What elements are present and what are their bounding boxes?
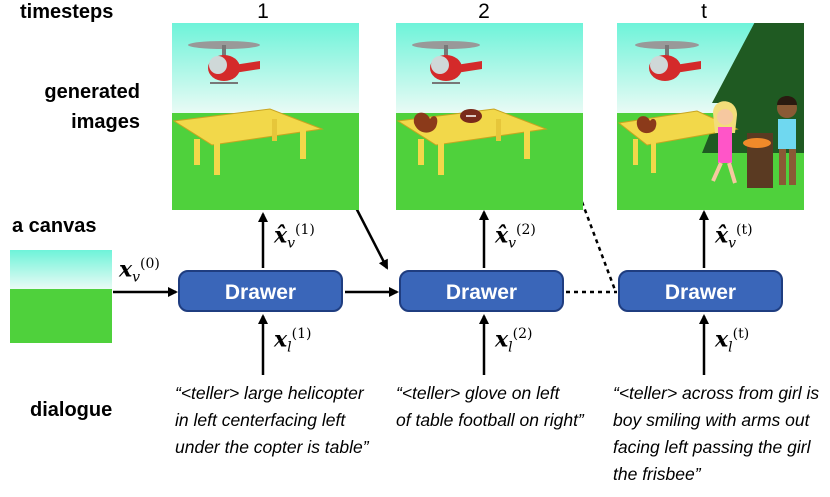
dialogue-1-line2: in left centerfacing left <box>175 410 346 430</box>
generated-image-1 <box>172 23 359 210</box>
dialogue-t-line4: the frisbee” <box>613 464 701 484</box>
dotted-image2-to-drawert <box>580 201 617 291</box>
timesteps-label: timesteps <box>20 1 114 23</box>
sky <box>172 23 359 113</box>
frisbee <box>743 138 771 148</box>
generated-images-label-line1: generated <box>44 81 140 103</box>
sky <box>396 23 583 113</box>
dialogue-1-line1: “<teller> large helicopter <box>175 383 364 403</box>
generated-images-label-line2: images <box>71 111 140 133</box>
generated-image-t <box>617 23 804 210</box>
dialogue-t: “<teller> across from girl is boy smilin… <box>613 380 819 488</box>
dialogue-t-line2: boy smiling with arms out <box>613 410 810 430</box>
helicopter <box>412 41 482 84</box>
dialogue-t-line3: facing left passing the girl <box>613 437 811 457</box>
language-input-label-2: xl(2) <box>495 326 533 356</box>
dialogue-1: “<teller> large helicopter in left cente… <box>175 380 369 461</box>
helicopter <box>188 41 260 84</box>
var: x <box>119 256 133 283</box>
dialogue-2: “<teller> glove on left of table footbal… <box>396 380 584 434</box>
dialogue-label: dialogue <box>30 399 113 421</box>
baseball-glove <box>413 112 438 133</box>
language-input-label-t: xl(t) <box>715 326 750 356</box>
initial-canvas <box>10 250 112 343</box>
helicopter <box>635 41 701 81</box>
dialogue-t-line1: “<teller> across from girl is <box>613 383 820 403</box>
dialogue-2-line2: of table football on right” <box>396 410 584 430</box>
timestep-1-label: 1 <box>257 0 269 23</box>
picnic-table <box>172 108 324 175</box>
output-label-2: x̂v(2) <box>495 222 536 252</box>
arrow-image1-to-drawer2 <box>350 199 389 270</box>
baseball-glove <box>636 116 657 134</box>
generated-image-2 <box>396 23 583 210</box>
language-input-label-1: xl(1) <box>274 326 312 356</box>
output-label-1: x̂v(1) <box>274 222 315 252</box>
drawer-2: Drawer <box>399 270 564 312</box>
a-canvas-label: a canvas <box>12 215 97 237</box>
drawer-1: Drawer <box>178 270 343 312</box>
dialogue-1-line3: under the copter is table” <box>175 437 369 457</box>
drawer-t: Drawer <box>618 270 783 312</box>
canvas-input-label: xv(0) <box>119 256 160 286</box>
output-label-t: x̂v(t) <box>715 222 753 252</box>
timestep-t-label: t <box>701 0 707 23</box>
boy <box>777 96 797 185</box>
dialogue-2-line1: “<teller> glove on left <box>396 383 560 403</box>
timestep-2-label: 2 <box>478 0 490 23</box>
girl <box>711 101 737 184</box>
